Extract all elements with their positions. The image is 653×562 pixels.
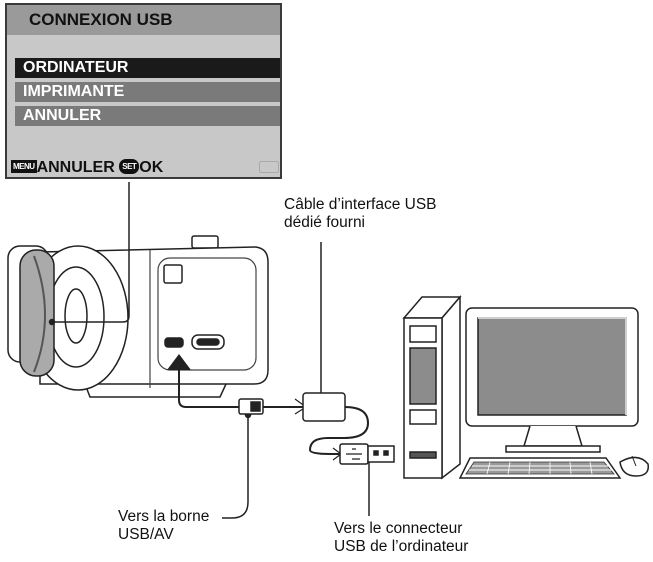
pc-monitor-screen	[477, 317, 627, 416]
camcorder-lens-ring	[19, 249, 55, 377]
camera-port-label: Vers la borne USB/AV	[118, 508, 210, 543]
usb-connection-menu: CONNEXION USB ORDINATEUR IMPRIMANTE ANNU…	[5, 3, 282, 179]
battery-icon	[259, 161, 279, 173]
menu-item-imprimante[interactable]: IMPRIMANTE	[15, 82, 280, 102]
menu-button-icon: MENU	[11, 160, 37, 173]
usb-av-port	[164, 337, 184, 348]
port-arrow	[167, 354, 191, 370]
desktop-computer	[402, 294, 649, 480]
menu-item-annuler[interactable]: ANNULER	[15, 106, 280, 126]
cable-label: Câble d’interface USB dédié fourni	[284, 196, 437, 231]
camcorder-top-button	[191, 235, 219, 249]
footer-ok-label: OK	[139, 159, 164, 176]
pc-mouse	[619, 456, 649, 477]
menu-item-ordinateur[interactable]: ORDINATEUR	[15, 58, 280, 78]
footer-cancel-label: ANNULER	[36, 159, 115, 176]
usb-cable	[178, 370, 395, 465]
menu-title: CONNEXION USB	[7, 5, 280, 35]
camcorder	[7, 235, 269, 398]
ferrite-core	[302, 392, 346, 422]
pc-port-label: Vers le connecteur USB de l’ordinateur	[334, 520, 469, 555]
camcorder-small-window	[163, 264, 183, 284]
set-button-icon: SET	[119, 159, 140, 174]
